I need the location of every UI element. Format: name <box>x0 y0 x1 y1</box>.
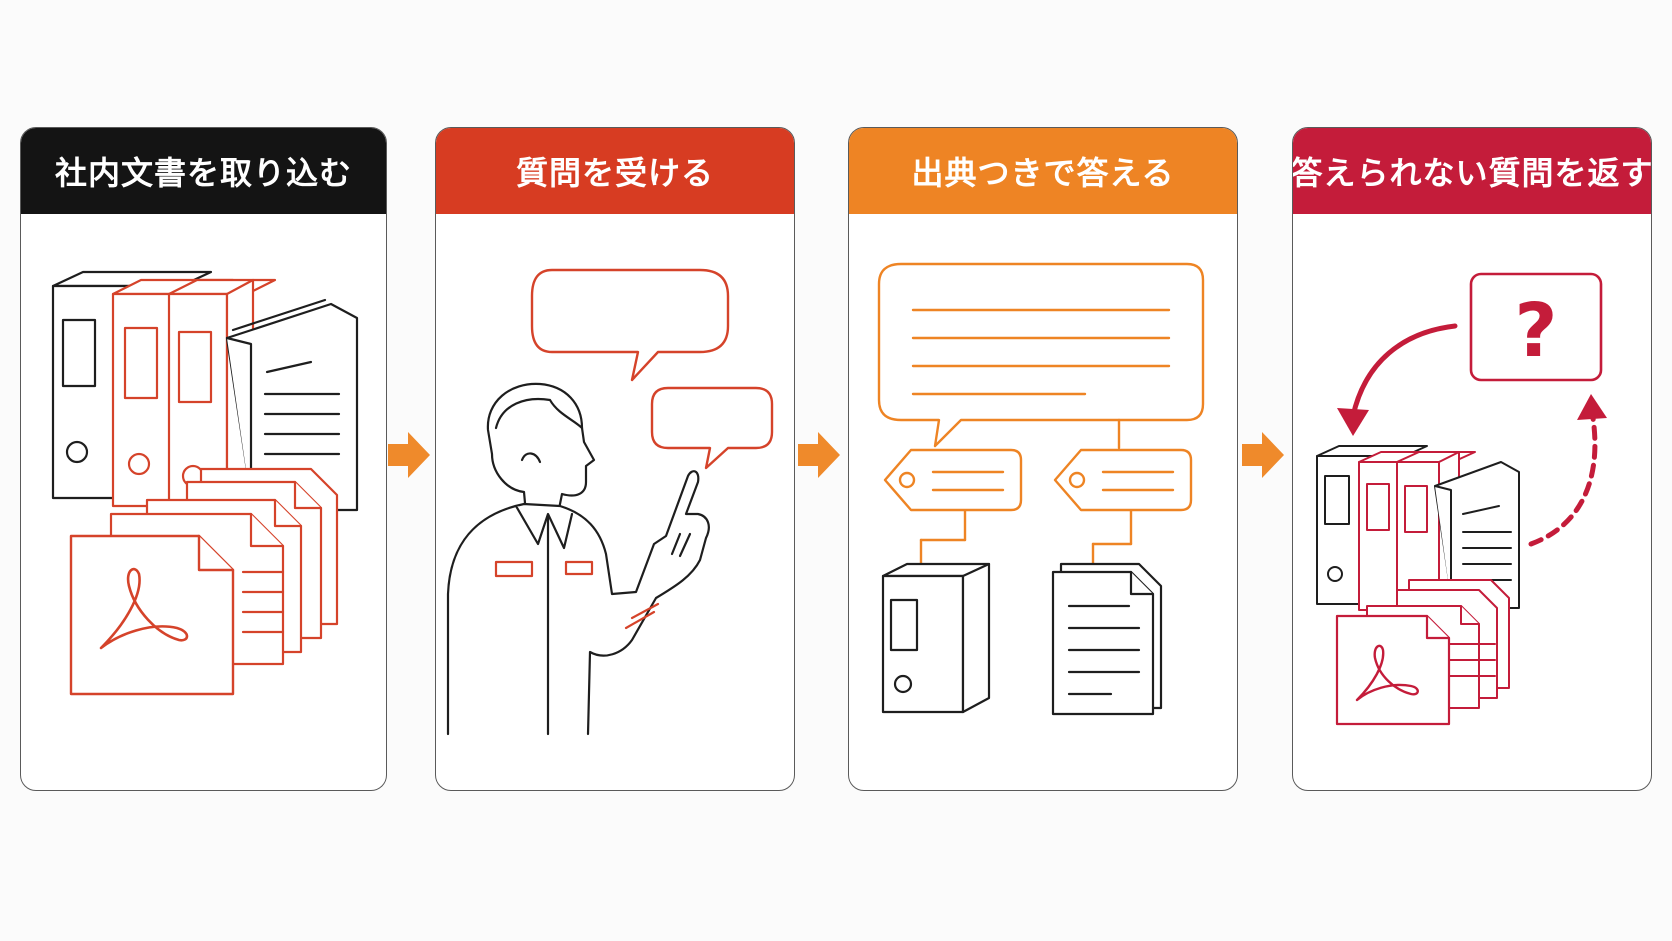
person-icon <box>446 382 710 736</box>
step-header-answer-with-source: 出典つきで答える <box>849 128 1237 214</box>
arrow-right-icon <box>798 432 840 478</box>
step-illustration-receive-question <box>436 214 794 790</box>
question-mark-icon <box>1469 272 1603 382</box>
step-header-receive-question: 質問を受ける <box>436 128 794 214</box>
tag-icon <box>883 448 1023 512</box>
document-icon <box>1051 562 1163 716</box>
pdf-icon <box>1335 614 1451 726</box>
step-card-ingest: 社内文書を取り込む <box>20 127 387 791</box>
arrow-right-icon <box>388 432 430 478</box>
document-icon <box>225 298 359 512</box>
step-card-return-unanswerable: 答えられない質問を返す ? <box>1292 127 1652 791</box>
step-title-answer-with-source: 出典つきで答える <box>911 154 1175 192</box>
step-illustration-answer-with-source <box>849 214 1237 790</box>
arrow-right-icon <box>1242 432 1284 478</box>
step-header-ingest: 社内文書を取り込む <box>21 128 386 214</box>
step-header-return-unanswerable: 答えられない質問を返す <box>1293 128 1651 214</box>
question-mark-symbol: ? <box>1515 288 1558 374</box>
step-illustration-return-unanswerable: ? <box>1293 214 1651 790</box>
step-card-answer-with-source: 出典つきで答える <box>848 127 1238 791</box>
speech-bubble-icon <box>530 268 730 382</box>
curved-arrow-icon <box>1337 323 1458 436</box>
curved-arrow-icon <box>1528 394 1607 547</box>
speech-bubble-icon <box>877 262 1205 448</box>
tag-icon <box>1053 448 1193 512</box>
step-illustration-ingest <box>21 214 386 790</box>
pdf-icon <box>69 534 235 696</box>
step-card-receive-question: 質問を受ける <box>435 127 795 791</box>
step-title-ingest: 社内文書を取り込む <box>54 154 352 192</box>
binder-icon <box>881 562 991 714</box>
step-title-receive-question: 質問を受ける <box>515 154 714 192</box>
document-icon <box>1434 461 1520 609</box>
step-title-return-unanswerable: 答えられない質問を返す <box>1292 154 1652 192</box>
speech-bubble-icon <box>650 386 774 470</box>
